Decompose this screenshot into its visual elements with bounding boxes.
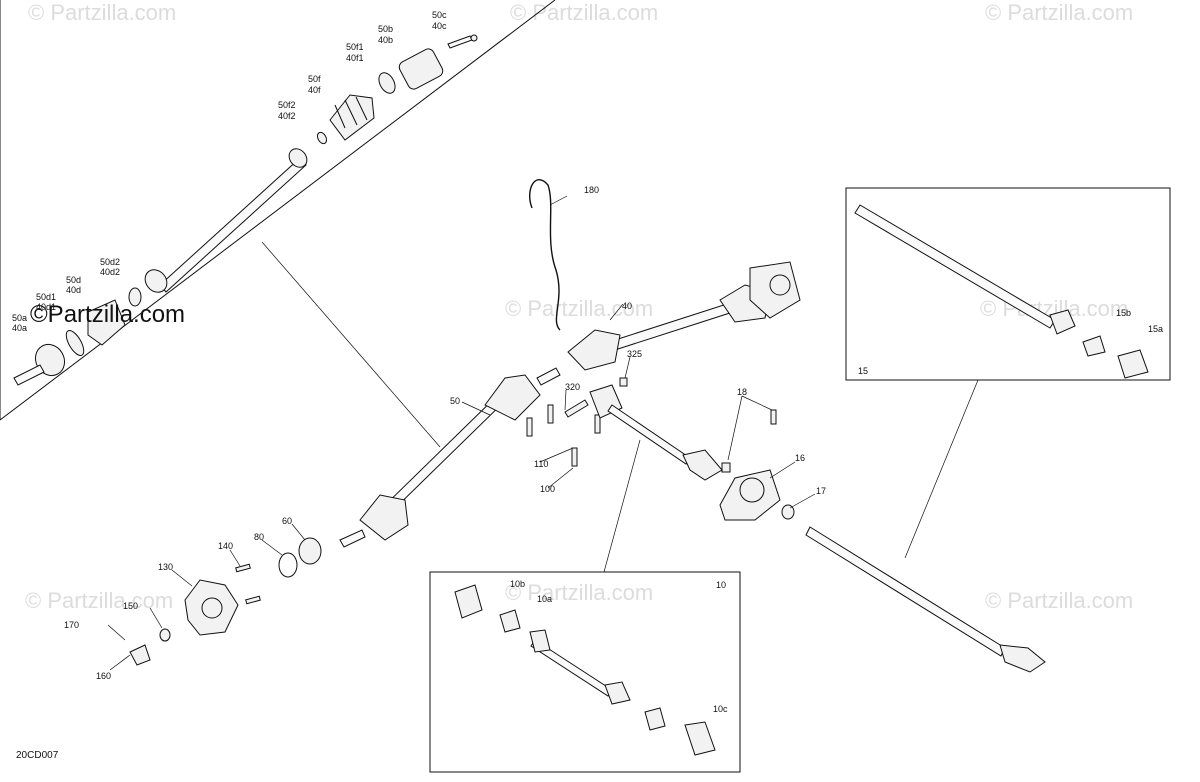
watermark: © Partzilla.com <box>985 588 1133 613</box>
callout-40c: 40c <box>432 21 447 31</box>
callout-40d: 40d <box>66 285 81 295</box>
watermark: © Partzilla.com <box>25 588 173 613</box>
detail-frame-edge <box>0 0 556 421</box>
callout-50: 50 <box>450 396 460 406</box>
shaft-15-detail <box>854 204 1149 379</box>
callout-16: 16 <box>795 453 805 463</box>
callout-50a: 50a <box>12 313 27 323</box>
callout-40d1: 40d1 <box>36 302 56 312</box>
callout-180: 180 <box>584 185 599 195</box>
callout-40f1: 40f1 <box>346 53 364 63</box>
leader-line <box>261 241 441 448</box>
prop-shaft-center <box>589 384 781 521</box>
callout-140: 140 <box>218 541 233 551</box>
drive-shaft-40 <box>567 261 801 371</box>
callout-40b: 40b <box>378 35 393 45</box>
callout-150: 150 <box>123 601 138 611</box>
watermark: © Partzilla.com <box>510 0 658 25</box>
callout-50d1: 50d1 <box>36 292 56 302</box>
callout-60: 60 <box>282 516 292 526</box>
callout-18: 18 <box>737 387 747 397</box>
callout-40d2: 40d2 <box>100 267 120 277</box>
detail-box-10 <box>429 571 741 773</box>
cable-180 <box>529 179 561 331</box>
callout-40: 40 <box>622 301 632 311</box>
drive-shaft-50 <box>339 367 561 548</box>
hardware-bolts <box>526 377 795 520</box>
callout-110: 110 <box>534 459 548 469</box>
callout-15b: 15b <box>1116 308 1131 318</box>
hub-assembly <box>107 537 322 666</box>
callout-50f1: 50f1 <box>346 42 364 52</box>
watermark: © Partzilla.com <box>505 296 653 321</box>
callout-40f2: 40f2 <box>278 111 296 121</box>
callout-50b: 50b <box>378 24 393 34</box>
rear-prop-shaft <box>805 526 1046 673</box>
joint-detail-parts <box>13 34 478 386</box>
callout-160: 160 <box>96 671 111 681</box>
callout-10c: 10c <box>713 704 728 714</box>
callout-10: 10 <box>716 580 726 590</box>
leader-line <box>904 379 979 559</box>
leader-line <box>603 439 641 573</box>
callout-10a: 10a <box>537 594 552 604</box>
callout-100: 100 <box>540 484 555 494</box>
callout-leaders <box>109 195 816 671</box>
callout-80: 80 <box>254 532 264 542</box>
callout-320: 320 <box>565 382 580 392</box>
callout-40f: 40f <box>308 85 321 95</box>
callout-15: 15 <box>858 366 868 376</box>
shaft-10-detail <box>454 584 716 756</box>
callout-50d2: 50d2 <box>100 257 120 267</box>
callout-50f2: 50f2 <box>278 100 296 110</box>
callout-130: 130 <box>158 562 173 572</box>
watermark: © Partzilla.com <box>28 0 176 25</box>
diagram-code: 20CD007 <box>16 750 59 761</box>
watermark: © Partzilla.com <box>985 0 1133 25</box>
callout-17: 17 <box>816 486 826 496</box>
callout-325: 325 <box>627 349 642 359</box>
callout-170: 170 <box>64 620 79 630</box>
callout-10b: 10b <box>510 579 525 589</box>
callout-40a: 40a <box>12 323 27 333</box>
callout-50c: 50c <box>432 10 447 20</box>
callout-50f: 50f <box>308 74 321 84</box>
detail-box-15 <box>845 187 1171 381</box>
watermark-main: ©Partzilla.com <box>30 301 185 328</box>
watermark: © Partzilla.com <box>505 580 653 605</box>
callout-50d: 50d <box>66 275 81 285</box>
callout-15a: 15a <box>1148 324 1163 334</box>
